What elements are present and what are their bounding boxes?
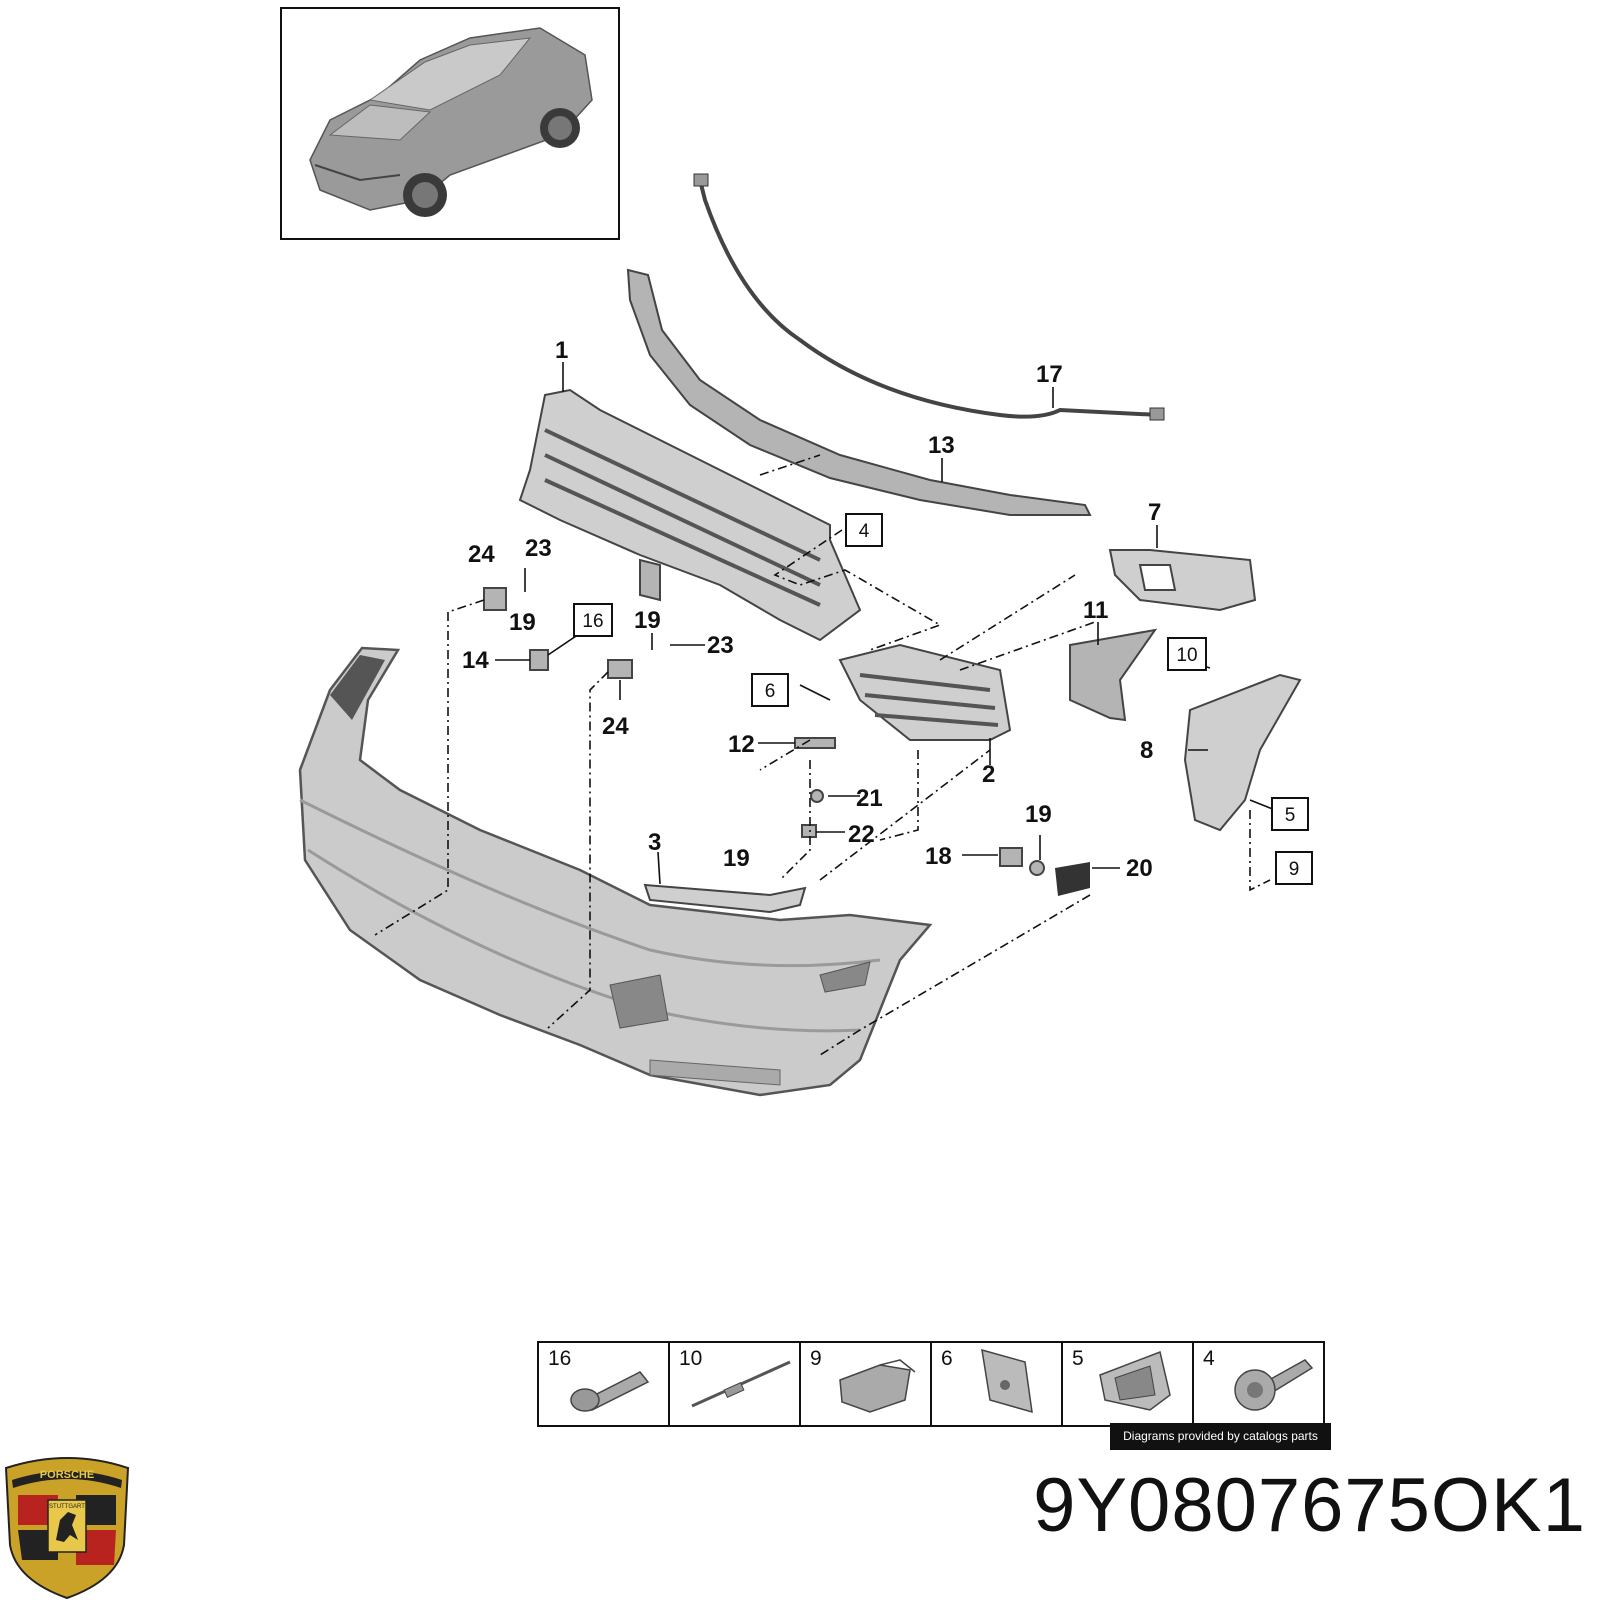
part-24b: [607, 659, 633, 679]
rivet-10-icon: [691, 1360, 791, 1408]
boxed-callout-16: 16: [573, 603, 613, 637]
callout-19-b: 19: [634, 607, 661, 634]
callout-23-a: 23: [525, 535, 552, 562]
bumper-cover: [298, 646, 933, 1097]
svg-text:PORSCHE: PORSCHE: [40, 1469, 94, 1481]
table-cell-6: 6: [941, 1347, 953, 1370]
bolt-16-icon: [570, 1371, 650, 1412]
boxed-callout-10: 10: [1167, 637, 1207, 671]
callout-21: 21: [856, 785, 883, 812]
part-20: [1055, 862, 1090, 896]
callout-11: 11: [1083, 597, 1108, 624]
callout-20: 20: [1126, 855, 1153, 882]
part-24a: [483, 587, 507, 611]
vehicle-thumbnail: [280, 7, 620, 240]
fastener-table: 16 10 9 6 5 4: [537, 1341, 1325, 1427]
diagram-credit: Diagrams provided by catalogs parts: [1110, 1423, 1331, 1450]
part-17-harness: [698, 179, 1161, 419]
callout-2: 2: [982, 761, 995, 788]
part-19-clip: [1029, 860, 1045, 876]
callout-1: 1: [555, 337, 568, 364]
table-cell-10: 10: [679, 1347, 702, 1370]
callout-18: 18: [925, 843, 952, 870]
callout-8: 8: [1140, 737, 1153, 764]
boxed-callout-9: 9: [1275, 851, 1313, 885]
part-1-grille-carrier: [518, 388, 862, 642]
table-cell-4: 4: [1203, 1347, 1215, 1370]
part-14: [529, 649, 549, 671]
table-cell-5: 5: [1072, 1347, 1084, 1370]
callout-19-c: 19: [723, 845, 750, 872]
part-2-lower-grille: [838, 643, 1012, 741]
table-cell-9: 9: [810, 1347, 822, 1370]
part-8-side-bracket: [1183, 673, 1302, 832]
part-12: [794, 737, 836, 749]
table-cell-16: 16: [548, 1347, 571, 1370]
part-13-absorber: [626, 268, 1092, 516]
part-11-air-guide: [1069, 628, 1158, 722]
callout-19-a: 19: [509, 609, 536, 636]
screw-4-icon: [1234, 1359, 1314, 1411]
part-7-side-frame: [1108, 549, 1257, 612]
callout-17: 17: [1036, 361, 1063, 388]
nut-plate-6-icon: [981, 1348, 1033, 1414]
part-21: [810, 789, 824, 803]
callout-3: 3: [648, 829, 661, 856]
callout-22: 22: [848, 821, 875, 848]
callout-19-d: 19: [1025, 801, 1052, 828]
svg-text:STUTTGART: STUTTGART: [49, 1504, 85, 1510]
bracket-clip-5-icon: [1099, 1350, 1171, 1411]
callout-13: 13: [928, 432, 955, 459]
part-18: [999, 847, 1023, 867]
svg-text:6: 6: [765, 681, 776, 702]
boxed-callout-4: 4: [845, 513, 883, 547]
svg-text:9: 9: [1289, 859, 1300, 880]
callout-7: 7: [1148, 499, 1161, 526]
callout-14: 14: [462, 647, 489, 674]
svg-text:10: 10: [1176, 645, 1197, 666]
callout-24-a: 24: [468, 541, 495, 568]
svg-text:4: 4: [859, 521, 870, 542]
porsche-crest-logo: PORSCHE STUTTGART: [4, 1457, 130, 1600]
boxed-callout-6: 6: [751, 673, 789, 707]
callout-23-b: 23: [707, 632, 734, 659]
svg-text:5: 5: [1285, 805, 1296, 826]
callout-24-b: 24: [602, 713, 629, 740]
svg-text:16: 16: [582, 611, 603, 632]
part-22: [801, 824, 817, 838]
part-3-trim-strip: [643, 883, 807, 914]
boxed-callout-5: 5: [1271, 797, 1309, 831]
clip-9-icon: [839, 1359, 916, 1413]
callout-12: 12: [728, 731, 755, 758]
assembly-lines: [374, 454, 1271, 1056]
part-number: 9Y0807675OK1: [1033, 1463, 1586, 1548]
